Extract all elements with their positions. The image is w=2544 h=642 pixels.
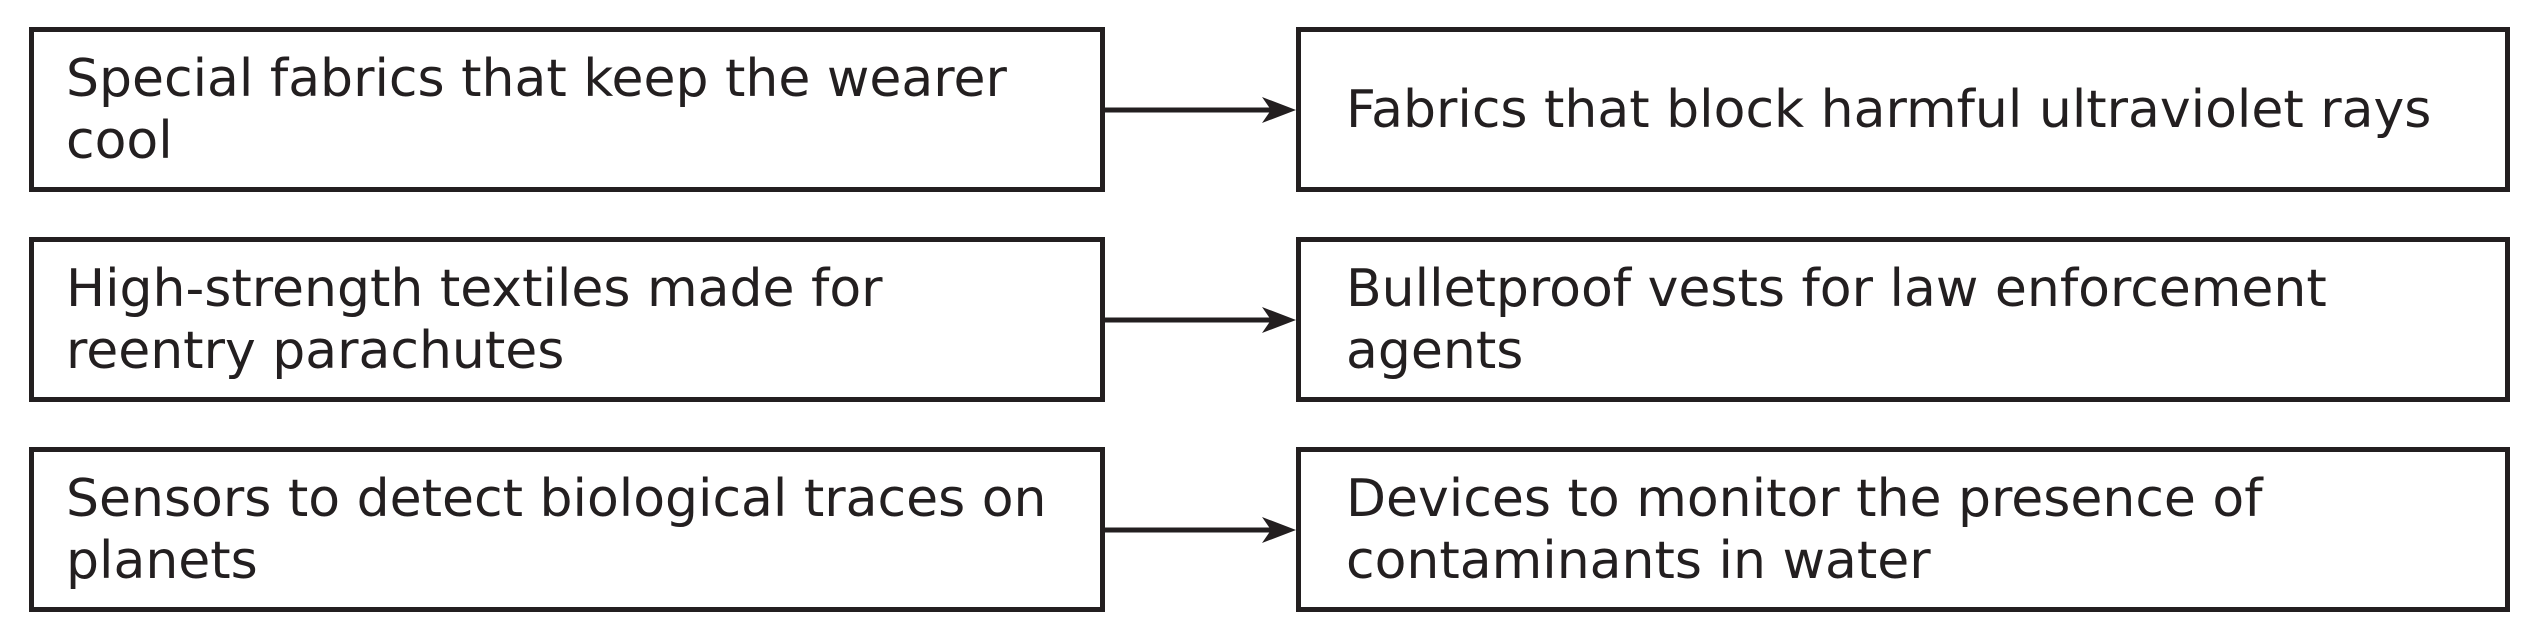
- diagram-row: Sensors to detect biological traces on p…: [0, 447, 2544, 612]
- connector: [1105, 305, 1296, 335]
- source-box-text: Special fabrics that keep the wearer coo…: [66, 48, 1007, 171]
- source-box-text: High-strength textiles made for reentry …: [66, 258, 883, 381]
- arrow-right-icon: [1105, 96, 1296, 123]
- arrow-right-icon: [1105, 306, 1296, 333]
- source-box: High-strength textiles made for reentry …: [29, 237, 1105, 402]
- target-box: Fabrics that block harmful ultraviolet r…: [1296, 27, 2510, 192]
- target-box-text: Fabrics that block harmful ultraviolet r…: [1346, 79, 2432, 140]
- target-box: Bulletproof vests for law enforcement ag…: [1296, 237, 2510, 402]
- target-box-text: Devices to monitor the presence of conta…: [1346, 468, 2263, 591]
- source-box: Sensors to detect biological traces on p…: [29, 447, 1105, 612]
- diagram-row: Special fabrics that keep the wearer coo…: [0, 27, 2544, 192]
- connector: [1105, 515, 1296, 545]
- diagram-row: High-strength textiles made for reentry …: [0, 237, 2544, 402]
- source-box-text: Sensors to detect biological traces on p…: [66, 468, 1047, 591]
- source-box: Special fabrics that keep the wearer coo…: [29, 27, 1105, 192]
- connector: [1105, 95, 1296, 125]
- arrow-right-icon: [1105, 516, 1296, 543]
- target-box-text: Bulletproof vests for law enforcement ag…: [1346, 258, 2327, 381]
- target-box: Devices to monitor the presence of conta…: [1296, 447, 2510, 612]
